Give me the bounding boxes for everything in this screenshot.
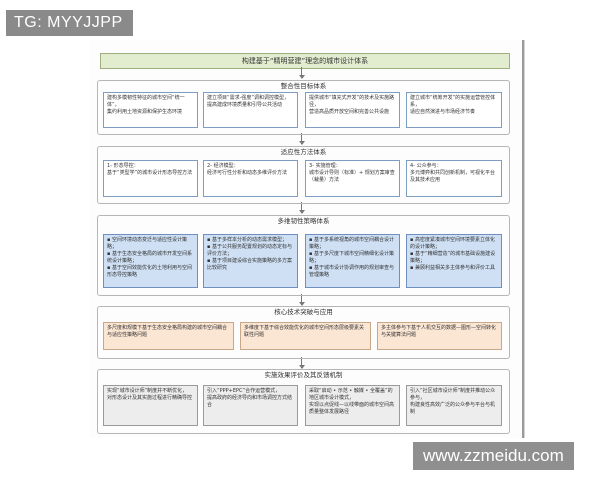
evaluation-box: 采取“启动 • 示范 • 触媒 • 全覆盖”的地区城市设计模式， 实现以点促线—… — [305, 385, 400, 426]
connector-arrow — [299, 210, 305, 214]
connector-arrow — [299, 141, 305, 145]
connector-arrow — [299, 302, 305, 306]
technology-box: 多尺度和规模下基于生态安全格局构建的城市空间耦合与适应性策略问题 — [103, 322, 234, 350]
diagram-title: 构建基于“精明营建”理念的城市设计体系 — [100, 53, 510, 69]
method-box: 3- 实施管理： 城市设计导则（标准）+ 规划方案审查（裁量）方法 — [305, 160, 400, 197]
connector-line — [301, 133, 302, 142]
section-core-technology: 核心技术突破与应用 — [97, 306, 510, 359]
connector-line — [301, 67, 302, 76]
section-method-system: 适应性方法体系 — [97, 146, 510, 204]
connector-line — [301, 294, 302, 303]
strategy-box: ▪ 空间环境动态变迁与适应性设计策略； ▪ 基于生态安全格局的城市开发空间系统设… — [103, 234, 198, 288]
connector-line — [301, 202, 302, 211]
section-title: 整合性目标体系 — [280, 82, 327, 90]
technology-box: 多维度下基于综合效能优化的城市空间形态层级要素关联性问题 — [240, 322, 371, 350]
goal-box: 建构多模韧性特征的城市空间“统一体”， 集约利用土地资源和保护生态环境 — [103, 92, 198, 128]
goal-box: 建立城市“统筹开发”的实施运营管控体系， 适应自然演进与市场经济节奏 — [406, 92, 502, 128]
section-title: 实施效果评价及其反馈机制 — [264, 371, 343, 379]
section-title: 核心技术突破与应用 — [274, 308, 333, 316]
connector-arrow — [299, 75, 305, 79]
section-strategy-system: 多维韧性策略体系 — [97, 215, 510, 296]
section-title: 适应性方法体系 — [280, 148, 327, 156]
strategy-box: ▪ 高密度紧凑城市空间环境要素立体化的设计策略； ▪ 基于“精细营造”的城市基础… — [406, 234, 502, 288]
evaluation-box: 引入“社区城市设计师”制度并推动公众参与， 构建良性高效广泛的公众参与平台与机制 — [406, 385, 502, 426]
goal-box: 建立项目“需求-强度”调和调控模型， 提高建成环境质量和引导公共活动 — [203, 92, 298, 128]
connector-arrow — [299, 365, 305, 369]
evaluation-box: 引入“PPP+EPC”合作运营模式， 提高政府的经济导向和市场调控方式结合 — [203, 385, 298, 426]
method-box: 1- 形态导控： 基于“类型学”的城市设计形态导控方法 — [103, 160, 198, 197]
site-watermark: www.zzmeidu.com — [413, 442, 574, 470]
method-box: 4- 公众参与： 多元博弈和共同创新机制，可视化平台及其技术应用 — [406, 160, 502, 197]
strategy-box: ▪ 基于多系统视角的城市空间耦合设计策略； ▪ 基于多尺度下城市空间精细化设计策… — [305, 234, 400, 288]
technology-box: 多主体参与下基于人机交互的数据—图形—空间转化与关键算法问题 — [377, 322, 502, 350]
connector-line — [301, 357, 302, 366]
strategy-box: ▪ 基于多样本分析的动态需求模型； ▪ 基于公共服务配置规划的动态定标与评价方法… — [203, 234, 298, 288]
channel-watermark: TG: MYYJJPP — [6, 10, 133, 36]
section-evaluation-feedback: 实施效果评价及其反馈机制 — [97, 369, 510, 434]
goal-box: 提供城市“填充式开发”的技术及实施路径， 营造高品质开放空间和完善公共设施 — [305, 92, 400, 128]
evaluation-box: 实现“城市设计师”制度并不断优化， 对形态设计及其实施过程进行精确导控 — [103, 385, 198, 426]
section-title: 多维韧性策略体系 — [277, 217, 330, 225]
method-box: 2- 经济模型： 经济可行性分析和动态多维评价方法 — [203, 160, 298, 197]
section-goal-system: 整合性目标体系 — [97, 80, 510, 135]
